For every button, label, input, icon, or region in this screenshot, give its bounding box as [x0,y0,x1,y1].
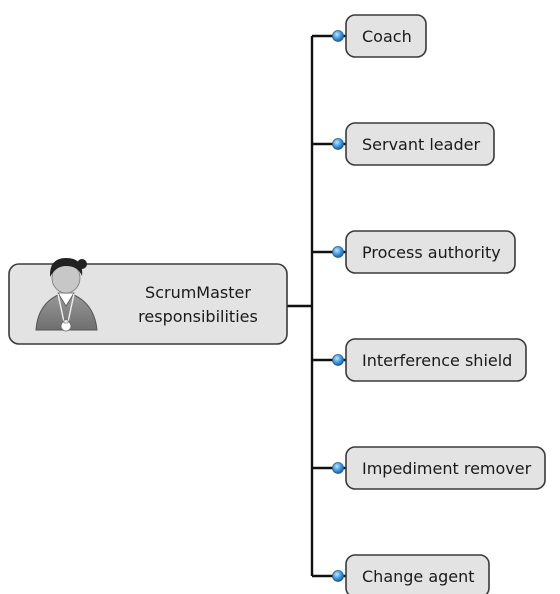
responsibility-box [345,446,546,490]
responsibility-box [345,554,490,594]
responsibility-box [345,338,527,382]
bullet-dot [332,570,344,582]
responsibility-box [345,14,427,58]
person-with-whistle-icon [35,258,98,332]
root-label-line-1: ScrumMaster [145,283,251,302]
responsibility-label: Coach [362,27,412,46]
responsibility-label: Impediment remover [362,459,532,478]
responsibility-node: Process authority [332,230,516,274]
responsibility-label: Change agent [362,567,475,586]
bullet-dot [332,246,344,258]
bullet-dot [332,30,344,42]
bullet-dot [332,138,344,150]
connector-lines [287,34,346,578]
responsibility-label: Process authority [362,243,501,262]
responsibility-node: Change agent [332,554,490,594]
responsibility-node: Coach [332,14,427,58]
bullet-dot [332,354,344,366]
bullet-dot [332,462,344,474]
responsibility-box [345,122,495,166]
responsibility-node: Servant leader [332,122,495,166]
responsibility-box [345,230,516,274]
responsibility-label: Interference shield [362,351,512,370]
responsibility-node: Interference shield [332,338,527,382]
root-node: ScrumMaster responsibilities [8,258,288,345]
responsibility-label: Servant leader [362,135,480,154]
responsibility-node: Impediment remover [332,446,546,490]
root-label-line-2: responsibilities [138,307,258,326]
